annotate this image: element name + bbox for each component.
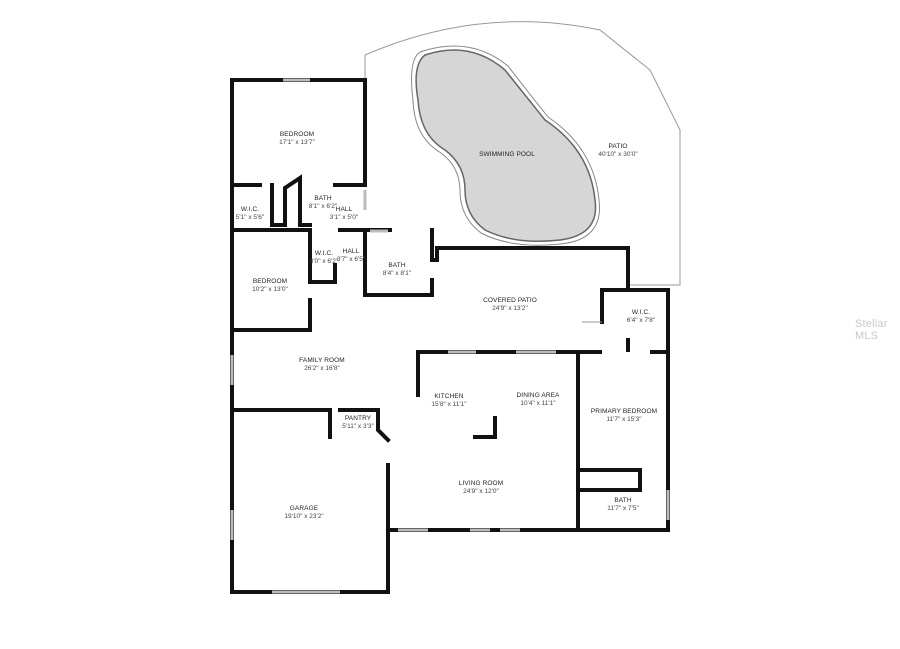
label-bedroom-top: BEDROOM bbox=[280, 131, 314, 138]
label-pantry: PANTRY bbox=[345, 415, 372, 422]
pool-rim bbox=[411, 45, 601, 246]
dims-hall-top: 3'1" x 5'0" bbox=[330, 214, 359, 221]
dims-dining-area: 10'4" x 11'1" bbox=[520, 400, 556, 407]
wall-pantry bbox=[230, 408, 380, 439]
dims-bedroom-top: 17'1" x 13'7" bbox=[279, 139, 315, 146]
wall-primary-bedroom bbox=[576, 350, 642, 532]
label-wic-mid: W.I.C. bbox=[315, 250, 333, 257]
label-dining-area: DINING AREA bbox=[517, 392, 561, 399]
label-kitchen: KITCHEN bbox=[434, 393, 463, 400]
label-bedroom-left: BEDROOM bbox=[253, 278, 287, 285]
wall-upper-closets bbox=[230, 174, 367, 284]
dims-living-room: 24'9" x 12'0" bbox=[463, 488, 499, 495]
dims-bath-primary: 11'7" x 7'5" bbox=[607, 505, 639, 512]
dims-bath-top: 8'1" x 6'2" bbox=[309, 203, 338, 210]
swimming-pool bbox=[415, 49, 597, 242]
dims-bedroom-left: 10'2" x 13'0" bbox=[252, 286, 288, 293]
dims-covered-patio: 24'9" x 13'2" bbox=[492, 305, 528, 312]
watermark: Stellar MLS bbox=[855, 318, 888, 342]
label-bath-primary: BATH bbox=[614, 497, 631, 504]
wall-hall-mid bbox=[308, 263, 337, 284]
dims-pantry: 5'11" x 3'3" bbox=[342, 423, 374, 430]
label-wic-left: W.I.C. bbox=[241, 206, 259, 213]
label-primary-bedroom: PRIMARY BEDROOM bbox=[591, 408, 657, 415]
label-bath-top: BATH bbox=[314, 195, 331, 202]
wall-top-bedroom bbox=[230, 78, 367, 332]
label-patio: PATIO bbox=[608, 143, 627, 150]
label-family-room: FAMILY ROOM bbox=[299, 357, 345, 364]
label-garage: GARAGE bbox=[290, 505, 319, 512]
dims-wic-left: 5'1" x 5'6" bbox=[236, 214, 265, 221]
dims-primary-bedroom: 11'7" x 15'3" bbox=[606, 416, 642, 423]
wall-main-north bbox=[416, 350, 602, 397]
dims-wic-mid: 3'0" x 6'2" bbox=[310, 258, 339, 265]
label-swimming-pool: SWIMMING POOL bbox=[479, 151, 535, 158]
dims-patio: 40'10" x 30'0" bbox=[598, 151, 638, 158]
patio-outline bbox=[364, 21, 681, 286]
label-hall-top: HALL bbox=[336, 206, 353, 213]
dims-hall-mid: 3'7" x 6'5" bbox=[337, 256, 366, 263]
dims-bath-mid: 8'4" x 8'1" bbox=[383, 270, 412, 277]
label-covered-patio: COVERED PATIO bbox=[483, 297, 537, 304]
label-living-room: LIVING ROOM bbox=[459, 480, 503, 487]
dims-family-room: 26'2" x 16'8" bbox=[304, 365, 340, 372]
label-wic-right: W.I.C. bbox=[632, 309, 650, 316]
wall-garage bbox=[230, 408, 391, 594]
dims-garage: 19'10" x 23'2" bbox=[284, 513, 324, 520]
label-hall-mid: HALL bbox=[343, 248, 360, 255]
dims-kitchen: 15'8" x 11'1" bbox=[431, 401, 467, 408]
wall-kitchen-island bbox=[473, 416, 497, 439]
wall-right-wic bbox=[578, 288, 670, 532]
dims-wic-right: 6'4" x 7'8" bbox=[627, 317, 656, 324]
label-bath-mid: BATH bbox=[388, 262, 405, 269]
